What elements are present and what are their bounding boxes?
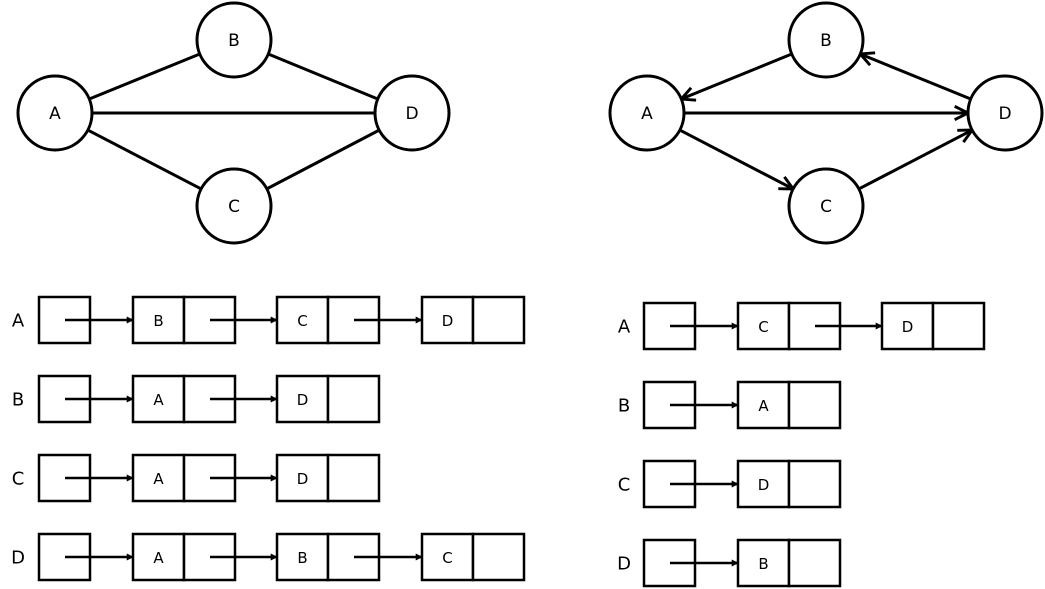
link-cell (326, 374, 381, 424)
list-node-label: D (758, 476, 770, 494)
data-cell (275, 453, 330, 503)
list-node-d: D (275, 453, 381, 503)
node-circle (373, 74, 451, 152)
node-label: C (228, 197, 240, 217)
data-cell (131, 532, 186, 582)
link-cell (787, 459, 842, 509)
list-node-label: A (153, 470, 164, 488)
undirected-node-b: B (195, 1, 273, 79)
list-node-a: A (131, 532, 237, 582)
undirected-graph: A B C D (16, 1, 451, 245)
directed-graph: A B C D (608, 1, 1044, 245)
data-cell (131, 374, 186, 424)
list-node-b: B (131, 295, 237, 345)
list-node-label: A (153, 391, 164, 409)
list-node-d: D (736, 459, 842, 509)
list-node-label: D (442, 312, 454, 330)
node-label: D (998, 104, 1011, 124)
row-label: C (618, 475, 631, 496)
link-cell (787, 380, 842, 430)
node-label: A (641, 104, 653, 124)
node-circle (608, 74, 686, 152)
list-node-label: B (153, 312, 163, 330)
data-cell (736, 301, 791, 351)
directed-edge-a-c (679, 128, 793, 189)
list-node-label: A (153, 549, 164, 567)
row-label: B (12, 390, 24, 411)
data-cell (275, 532, 330, 582)
link-cell (471, 532, 526, 582)
row-label: A (618, 317, 631, 338)
node-label: A (49, 104, 61, 124)
row-label: D (617, 554, 631, 575)
undirected-node-a: A (16, 74, 94, 152)
directed-node-b: B (787, 1, 865, 79)
link-cell (931, 301, 986, 351)
list-node-label: B (758, 555, 768, 573)
list-node-label: C (442, 549, 452, 567)
list-node-label: C (297, 312, 307, 330)
list-node-a: A (736, 380, 842, 430)
list-node-label: C (758, 318, 768, 336)
node-circle (966, 74, 1044, 152)
link-cell (471, 295, 526, 345)
list-node-label: D (297, 470, 309, 488)
list-node-d: D (275, 374, 381, 424)
link-cell (787, 538, 842, 588)
data-cell (420, 532, 475, 582)
node-circle (195, 167, 273, 245)
list-node-label: B (297, 549, 307, 567)
list-node-label: D (902, 318, 914, 336)
data-cell (736, 459, 791, 509)
node-circle (787, 1, 865, 79)
data-cell (420, 295, 475, 345)
link-cell (326, 453, 381, 503)
node-label: B (820, 31, 832, 51)
node-label: C (820, 197, 832, 217)
list-node-c: C (420, 532, 526, 582)
data-cell (736, 538, 791, 588)
row-label: A (12, 311, 25, 332)
directed-node-c: C (787, 167, 865, 245)
node-circle (195, 1, 273, 79)
node-circle (16, 74, 94, 152)
list-node-d: D (880, 301, 986, 351)
list-node-a: A (131, 374, 237, 424)
directed-node-a: A (608, 74, 686, 152)
list-node-label: D (297, 391, 309, 409)
head-cell (642, 538, 697, 588)
directed-edge-c-d (858, 130, 972, 191)
directed-edge-d-b (860, 54, 972, 101)
node-circle (787, 167, 865, 245)
undirected-list-row-a: A B C D (12, 295, 526, 345)
node-label: B (228, 31, 240, 51)
list-node-d: D (420, 295, 526, 345)
directed-node-d: D (966, 74, 1044, 152)
list-node-b: B (736, 538, 842, 588)
undirected-node-d: D (373, 74, 451, 152)
undirected-node-c: C (195, 167, 273, 245)
row-label: C (12, 469, 25, 490)
undirected-adjacency-list: A B C D B A D C A D D A B C (11, 295, 526, 582)
undirected-edge-b-d (267, 52, 379, 101)
undirected-edge-a-b (88, 52, 201, 101)
list-node-label: A (758, 397, 769, 415)
row-label: D (11, 548, 25, 569)
undirected-edge-a-c (87, 128, 202, 191)
node-label: D (405, 104, 418, 124)
directed-edge-b-a (681, 52, 793, 99)
undirected-edge-c-d (266, 128, 380, 191)
row-label: B (618, 396, 630, 417)
